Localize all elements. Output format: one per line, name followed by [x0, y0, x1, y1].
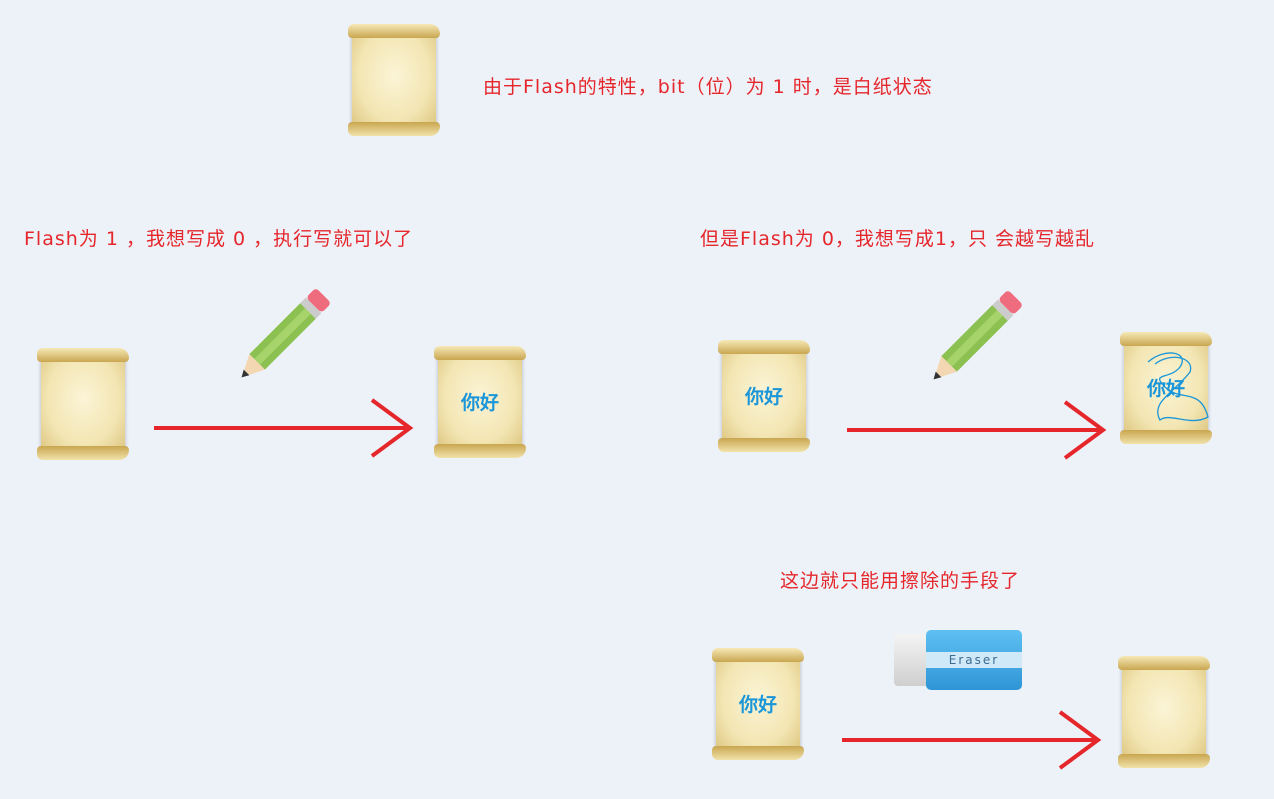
scroll-text: 你好 [744, 386, 783, 408]
pencil-icon [933, 291, 1022, 380]
arrow-right-icon [847, 400, 1107, 460]
blank-paper-scroll [37, 348, 129, 460]
caption-intro: 由于Flash的特性，bit（位）为 1 时，是白纸状态 [483, 76, 933, 98]
eraser-icon: Eraser [894, 630, 1022, 690]
caption-case3: 这边就只能用擦除的手段了 [780, 570, 1021, 592]
caption-case1: Flash为 1 ，我想写成 0 ，执行写就可以了 [24, 228, 414, 250]
scroll-text: 你好 [738, 694, 777, 716]
blank-paper-scroll [348, 24, 440, 136]
scribbled-paper-scroll: 你好 [1120, 332, 1212, 444]
pencil-icon [241, 289, 330, 378]
scroll-text: 你好 [460, 392, 499, 414]
eraser-label: Eraser [948, 653, 1000, 667]
scroll-text: 你好 [1146, 378, 1185, 400]
scribble-mark [1147, 352, 1209, 422]
arrow-right-icon [154, 398, 414, 458]
written-paper-scroll: 你好 [434, 346, 526, 458]
blank-paper-scroll [1118, 656, 1210, 768]
arrow-right-icon [842, 710, 1102, 770]
written-paper-scroll: 你好 [718, 340, 810, 452]
caption-case2: 但是Flash为 0，我想写成1，只 会越写越乱 [700, 228, 1096, 250]
written-paper-scroll: 你好 [712, 648, 804, 760]
